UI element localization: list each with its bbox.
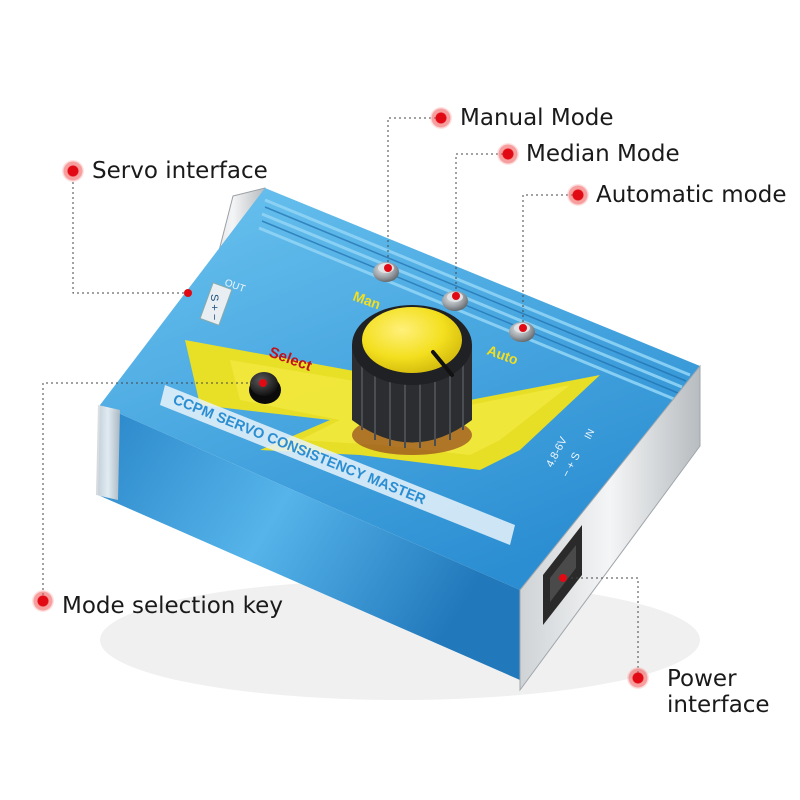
median-mode-dot-icon — [497, 143, 519, 165]
power-interface-label: Power interface — [667, 666, 770, 718]
leader-lines — [42, 117, 639, 678]
product-label-strip — [160, 385, 515, 545]
target-dots — [184, 264, 567, 582]
front-end-cap — [519, 364, 701, 692]
out-pins-label: S + − — [208, 294, 220, 320]
mode-knob[interactable] — [352, 305, 472, 455]
mode-selection-key-dot-icon — [32, 590, 54, 612]
power-interface-label-line1: Power — [667, 666, 737, 692]
median-mode-label: Median Mode — [526, 141, 680, 167]
servo-out-connector — [199, 282, 233, 326]
manual-mode-dot-icon — [430, 107, 452, 129]
automatic-mode-label: Automatic mode — [596, 182, 787, 208]
servo-interface-dot-icon — [62, 160, 84, 182]
power-interface-label-line2: interface — [667, 692, 770, 718]
device-front-face — [98, 405, 520, 680]
servo-interface-label: Servo interface — [92, 158, 268, 184]
power-interface-dot-icon — [627, 667, 649, 689]
top-ridges — [258, 198, 691, 401]
mode-selection-key-label: Mode selection key — [62, 593, 283, 619]
automatic-mode-dot-icon — [567, 184, 589, 206]
left-end-cap — [96, 405, 120, 500]
in-label: IN — [583, 427, 597, 441]
manual-mode-label: Manual Mode — [460, 105, 614, 131]
